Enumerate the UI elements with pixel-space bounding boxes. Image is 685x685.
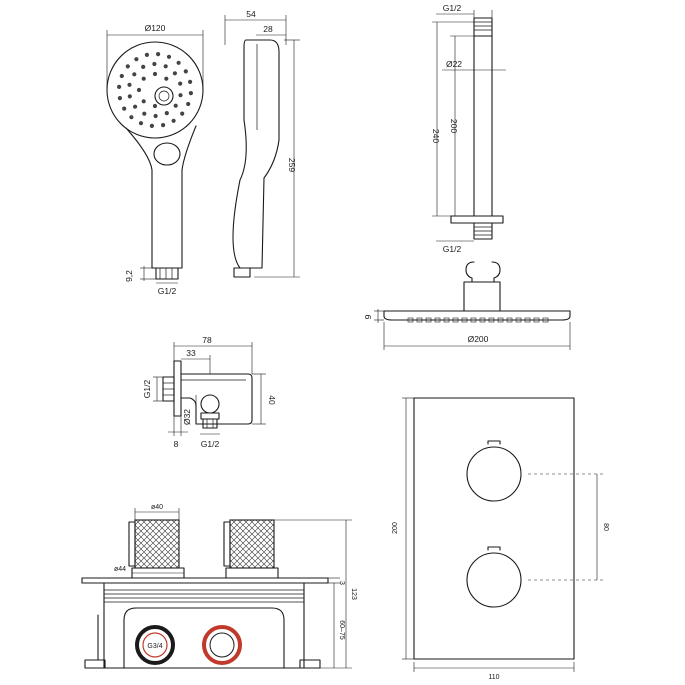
spray-hole <box>141 99 146 104</box>
spray-hole <box>144 52 149 58</box>
spray-hole <box>127 82 132 87</box>
hand-shower-neck-label: 28 <box>263 24 273 34</box>
arm-top-thread-label: G1/2 <box>443 3 462 13</box>
outlet-wall-thread-label: G1/2 <box>142 380 152 399</box>
spray-hole <box>149 123 154 128</box>
spray-hole <box>188 79 193 84</box>
spray-hole <box>117 84 122 89</box>
spray-hole <box>125 64 130 69</box>
spray-hole <box>188 91 193 96</box>
head-diameter-label: Ø200 <box>468 334 489 344</box>
head-nozzle <box>533 317 540 323</box>
spray-hole <box>132 72 137 77</box>
spray-hole <box>166 54 172 59</box>
spray-hole <box>172 71 177 76</box>
outlet-width-label: 78 <box>202 335 212 345</box>
arm-length-inner-label: 200 <box>449 119 459 133</box>
hand-shower-side-view <box>224 15 300 278</box>
spray-hole <box>152 71 158 77</box>
spray-hole <box>136 87 142 93</box>
spray-hole <box>178 81 183 86</box>
spray-hole <box>134 57 139 62</box>
valve-rosette-diameter-label: ø44 <box>114 566 126 573</box>
spray-hole <box>119 73 124 79</box>
head-shower-nozzles <box>407 317 549 323</box>
spray-hole <box>180 111 185 116</box>
head-nozzle <box>452 317 459 323</box>
arm-tube-diameter-label: Ø22 <box>446 59 462 69</box>
spray-hole <box>156 52 161 57</box>
valve-inlet-thread-label: G3/4 <box>147 643 162 650</box>
spray-hole <box>138 121 144 126</box>
spray-hole <box>164 111 169 116</box>
head-nozzle <box>470 317 477 323</box>
arm-bottom-thread-label: G1/2 <box>443 244 462 254</box>
spray-hole <box>183 69 188 74</box>
trim-plate <box>402 397 604 672</box>
valve-handle-diameter-label: ø40 <box>151 504 163 511</box>
shower-arm <box>432 10 506 242</box>
hand-shower-spray-holes <box>117 52 193 128</box>
spray-hole <box>122 106 127 111</box>
spray-hole <box>152 103 158 109</box>
hand-shower-diameter-label: Ø120 <box>145 23 166 33</box>
valve-plate-label: 3 <box>338 581 345 585</box>
head-nozzle <box>434 317 441 323</box>
spray-hole <box>127 94 132 99</box>
arm-length-total-label: 240 <box>431 129 441 143</box>
head-nozzle <box>416 317 423 323</box>
spray-hole <box>153 113 158 119</box>
head-nozzle <box>506 317 513 323</box>
head-nozzle <box>488 317 495 323</box>
spray-hole <box>163 64 168 69</box>
spray-hole <box>176 60 181 65</box>
trim-width-label: 110 <box>488 674 499 681</box>
head-nozzle <box>479 317 486 323</box>
outlet-plate-label: 8 <box>174 439 179 449</box>
trim-spacing-label: 80 <box>602 523 609 531</box>
hand-shower-depth-label: 54 <box>246 9 256 19</box>
hand-shower-thread-label: G1/2 <box>158 286 177 296</box>
head-nozzle <box>524 317 531 323</box>
spray-hole <box>171 118 176 123</box>
spray-hole <box>178 93 183 98</box>
outlet-thread-label: G1/2 <box>201 439 220 449</box>
spray-hole <box>161 123 166 128</box>
outlet-rosette-diameter-label: Ø32 <box>182 409 192 425</box>
hand-shower-height-label: 259 <box>287 158 297 172</box>
wall-outlet <box>153 342 266 436</box>
spray-hole <box>186 101 191 107</box>
outlet-height-label: 40 <box>267 395 277 405</box>
head-nozzle <box>407 317 414 323</box>
spray-hole <box>141 76 146 81</box>
spray-hole <box>133 104 138 109</box>
head-nozzle <box>515 317 522 323</box>
head-thickness-label: 9 <box>363 314 373 319</box>
spray-hole <box>152 61 157 67</box>
concealed-valve-body <box>81 508 352 669</box>
spray-hole <box>117 96 122 101</box>
outlet-offset-label: 33 <box>186 348 196 358</box>
head-nozzle <box>461 317 468 323</box>
hand-shower-nut-height-label: 9,2 <box>124 270 134 282</box>
spray-hole <box>164 76 169 81</box>
hand-shower-front-view <box>106 30 204 284</box>
head-nozzle <box>542 317 549 323</box>
valve-total-depth-label: 123 <box>350 588 357 600</box>
head-nozzle <box>443 317 450 323</box>
spray-hole <box>173 103 178 108</box>
spray-hole <box>141 64 146 69</box>
head-nozzle <box>425 317 432 323</box>
head-nozzle <box>497 317 504 323</box>
valve-box-depth-label: 60–75 <box>338 620 345 640</box>
spray-hole <box>142 111 147 116</box>
trim-height-label: 200 <box>392 522 399 534</box>
spray-hole <box>129 115 134 120</box>
head-shower <box>374 261 571 350</box>
